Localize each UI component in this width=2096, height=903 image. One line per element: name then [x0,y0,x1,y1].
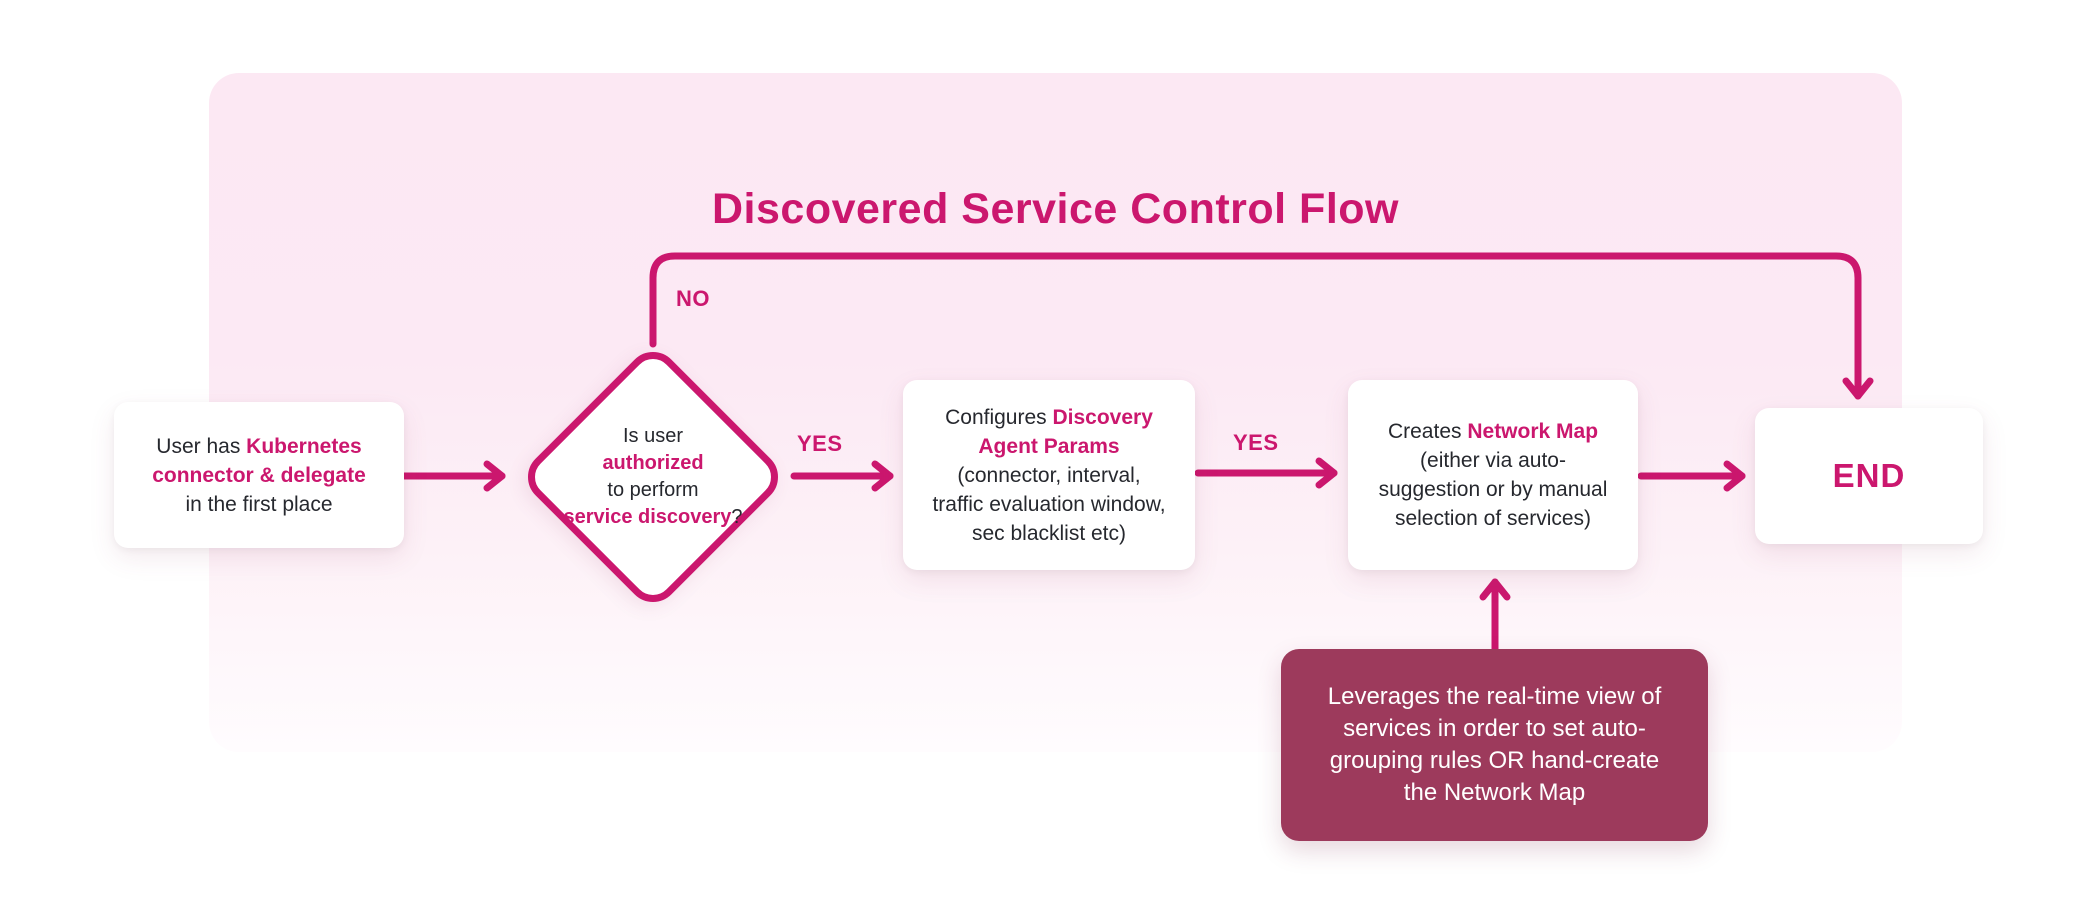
edge-label-no: NO [676,286,710,311]
end-node: END [1755,408,1983,544]
end-label: END [1832,457,1906,494]
edge-label-yes-2: YES [1233,430,1279,455]
create-node: Creates Network Map(either via auto-sugg… [1348,380,1638,570]
create-node-text: Creates Network Map(either via auto-sugg… [1378,420,1608,530]
arrow-no-loop-to-end [649,252,1874,400]
edge-label-yes-1: YES [797,431,843,456]
diagram-title: Discovered Service Control Flow [712,185,1399,233]
